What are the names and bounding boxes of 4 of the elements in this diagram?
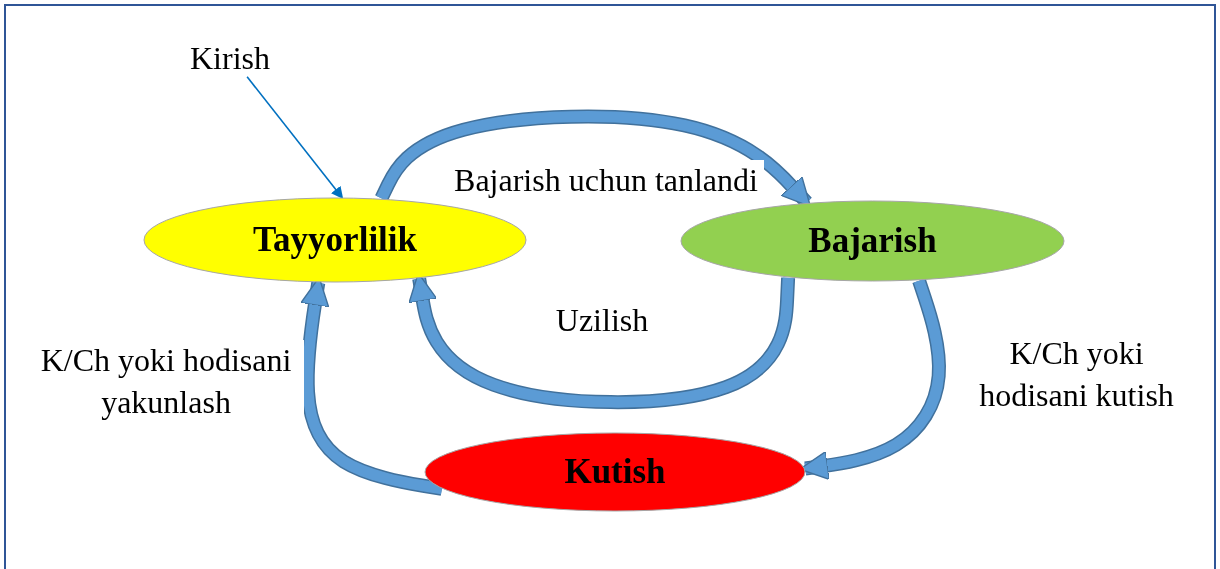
state-label: Kutish — [564, 452, 666, 492]
state-label: Tayyorlilik — [253, 220, 417, 260]
state-label: Bajarish — [808, 221, 937, 261]
entry-label: Kirish — [190, 39, 270, 77]
